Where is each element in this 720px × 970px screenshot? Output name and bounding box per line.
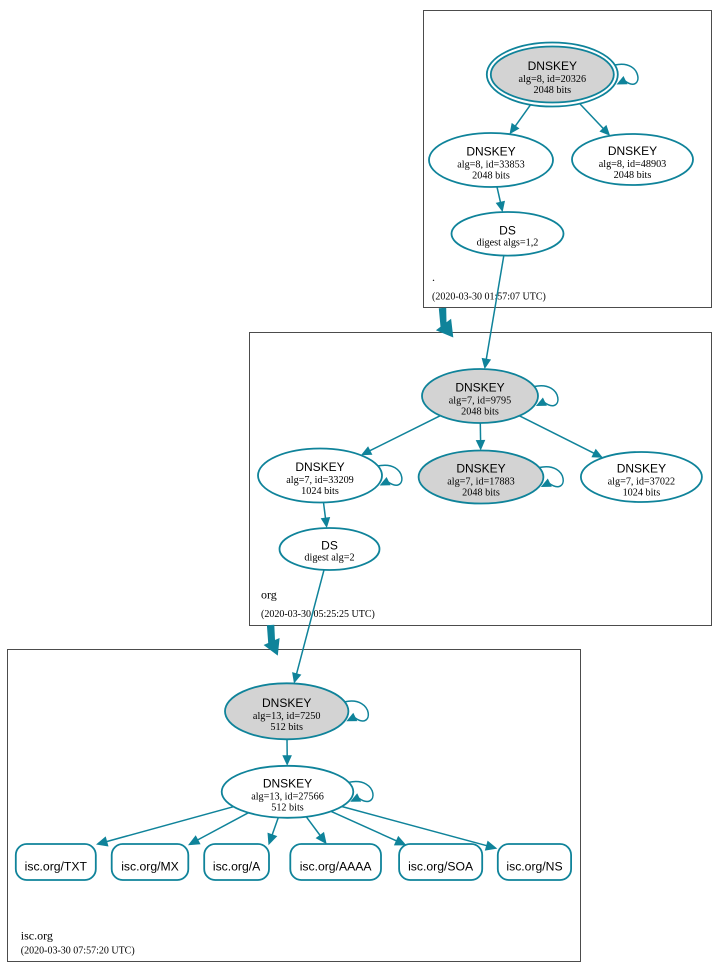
svg-text:DNSKEY: DNSKEY — [466, 145, 515, 159]
svg-text:isc.org/TXT: isc.org/TXT — [25, 860, 88, 874]
svg-text:isc.org: isc.org — [21, 929, 53, 943]
svg-text:2048 bits: 2048 bits — [533, 85, 571, 96]
svg-text:alg=8, id=48903: alg=8, id=48903 — [599, 159, 667, 170]
svg-text:512 bits: 512 bits — [271, 802, 304, 813]
svg-text:.: . — [432, 270, 435, 284]
svg-text:alg=8, id=33853: alg=8, id=33853 — [457, 160, 525, 171]
svg-text:DNSKEY: DNSKEY — [295, 460, 344, 474]
svg-text:DNSKEY: DNSKEY — [608, 144, 657, 158]
svg-text:2048 bits: 2048 bits — [472, 171, 510, 182]
svg-text:DS: DS — [499, 223, 516, 237]
svg-text:DNSKEY: DNSKEY — [263, 776, 312, 790]
svg-text:org: org — [261, 588, 277, 602]
svg-text:isc.org/MX: isc.org/MX — [121, 860, 179, 874]
svg-text:alg=8, id=20326: alg=8, id=20326 — [519, 74, 587, 85]
svg-text:alg=7, id=33209: alg=7, id=33209 — [286, 475, 354, 486]
svg-text:DNSKEY: DNSKEY — [455, 381, 504, 395]
svg-text:(2020-03-30 05:25:25 UTC): (2020-03-30 05:25:25 UTC) — [261, 609, 375, 620]
svg-text:(2020-03-30 07:57:20 UTC): (2020-03-30 07:57:20 UTC) — [21, 946, 135, 957]
svg-text:isc.org/A: isc.org/A — [213, 860, 261, 874]
svg-text:alg=7, id=37022: alg=7, id=37022 — [608, 477, 676, 488]
svg-text:alg=7, id=17883: alg=7, id=17883 — [447, 477, 515, 488]
svg-text:isc.org/AAAA: isc.org/AAAA — [300, 860, 373, 874]
svg-text:1024 bits: 1024 bits — [301, 486, 339, 497]
svg-text:alg=13, id=27566: alg=13, id=27566 — [251, 791, 324, 802]
svg-text:isc.org/NS: isc.org/NS — [506, 860, 562, 874]
svg-text:(2020-03-30 01:57:07 UTC): (2020-03-30 01:57:07 UTC) — [432, 292, 546, 303]
svg-text:1024 bits: 1024 bits — [623, 488, 661, 499]
svg-text:DNSKEY: DNSKEY — [528, 59, 577, 73]
svg-text:DNSKEY: DNSKEY — [456, 462, 505, 476]
svg-text:alg=7, id=9795: alg=7, id=9795 — [449, 396, 511, 407]
svg-text:digest algs=1,2: digest algs=1,2 — [477, 237, 539, 248]
svg-text:digest alg=2: digest alg=2 — [304, 553, 354, 564]
svg-text:DNSKEY: DNSKEY — [262, 696, 311, 710]
svg-text:512 bits: 512 bits — [270, 722, 303, 733]
svg-text:2048 bits: 2048 bits — [462, 488, 500, 499]
svg-text:2048 bits: 2048 bits — [461, 407, 499, 418]
svg-text:2048 bits: 2048 bits — [614, 170, 652, 181]
svg-text:alg=13, id=7250: alg=13, id=7250 — [253, 711, 321, 722]
svg-text:DS: DS — [321, 539, 338, 553]
svg-text:DNSKEY: DNSKEY — [617, 462, 666, 476]
svg-text:isc.org/SOA: isc.org/SOA — [408, 860, 474, 874]
